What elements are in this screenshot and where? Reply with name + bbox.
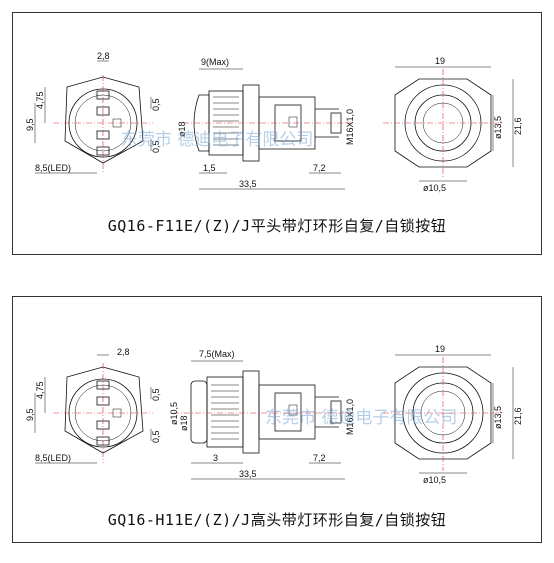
dim-7-5-max: 7,5(Max) (199, 349, 235, 359)
dim-m16: M16X1,0 (345, 109, 355, 145)
back-view: 2,8 4,75 9,5 0,5 0,5 8,5(LED) (25, 347, 161, 464)
dim-phi-13-5: ø13,5 (493, 116, 503, 139)
dim-7-2: 7,2 (313, 163, 326, 173)
dim-33-5: 33,5 (239, 469, 257, 479)
dim-1-5: 1,5 (203, 163, 216, 173)
side-view: 7,5(Max) ø18 ø10,5 3 33,5 7,2 M16X1,0 (169, 349, 355, 480)
dim-21-6: 21,6 (513, 407, 523, 425)
dim-3: 3 (213, 453, 218, 463)
dim-33-5: 33,5 (239, 179, 257, 189)
dim-0-5-bottom: 0,5 (151, 430, 161, 443)
drawing-h11e: 2,8 4,75 9,5 0,5 0,5 8,5(LED) (25, 344, 523, 485)
dim-phi-10-5: ø10,5 (423, 183, 446, 193)
front-view: 19 ø13,5 21,6 ø10,5 (383, 344, 523, 485)
watermark: 东莞市 德迪电子有限公司 (265, 408, 457, 428)
dim-4-75: 4,75 (35, 381, 45, 399)
dim-9-5: 9,5 (25, 408, 35, 421)
drawing-panel-f11e: 2,8 4,75 9,5 0,5 0,5 8,5(LED) (12, 12, 542, 255)
side-view: 9(Max) ø18 1,5 33,5 7,2 M16X1,0 (177, 57, 355, 190)
dim-2-8: 2,8 (117, 347, 130, 357)
dim-0-5-top: 0,5 (151, 388, 161, 401)
dim-19: 19 (435, 56, 445, 66)
dim-phi-18: ø18 (177, 121, 187, 137)
drawing-f11e: 2,8 4,75 9,5 0,5 0,5 8,5(LED) (25, 51, 523, 193)
dim-9-5: 9,5 (25, 118, 35, 131)
dim-19: 19 (435, 344, 445, 354)
dim-8-5-led: 8,5(LED) (35, 163, 71, 173)
dim-7-2: 7,2 (313, 453, 326, 463)
dim-phi-13-5: ø13,5 (493, 406, 503, 429)
dim-0-5-top: 0,5 (151, 98, 161, 111)
dim-m16: M16X1,0 (345, 399, 355, 435)
caption-f11e: GQ16-F11E/(Z)/J平头带灯环形自复/自锁按钮 (107, 217, 447, 235)
dim-9-max: 9(Max) (201, 57, 229, 67)
front-view: 19 ø13,5 21,6 ø10,5 (383, 56, 523, 193)
dim-2-8: 2,8 (97, 51, 110, 61)
caption-h11e: GQ16-H11E/(Z)/J高头带灯环形自复/自锁按钮 (107, 511, 447, 529)
drawing-panel-h11e: 2,8 4,75 9,5 0,5 0,5 8,5(LED) (12, 296, 542, 543)
dim-phi-18: ø18 (179, 415, 189, 431)
dim-4-75: 4,75 (35, 91, 45, 109)
dim-8-5-led: 8,5(LED) (35, 453, 71, 463)
dim-21-6: 21,6 (513, 117, 523, 135)
back-view: 2,8 4,75 9,5 0,5 0,5 8,5(LED) (25, 51, 161, 174)
dim-phi-10-5: ø10,5 (423, 475, 446, 485)
dim-0-5-bottom: 0,5 (151, 140, 161, 153)
watermark: 东莞市 德迪电子有限公司 (121, 130, 313, 150)
dim-phi-10-5-side: ø10,5 (169, 402, 179, 425)
